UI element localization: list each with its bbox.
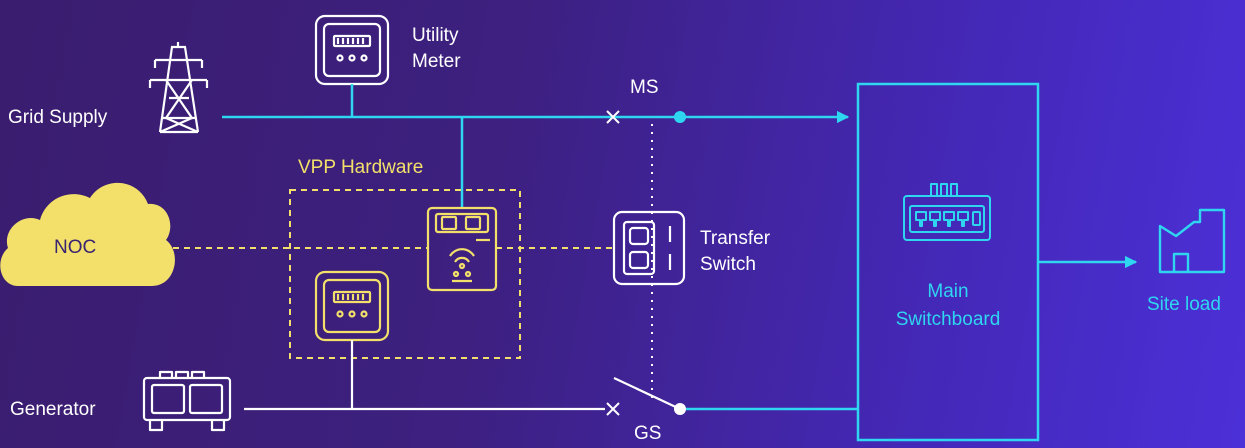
noc-label: NOC [54,237,97,258]
noc-cloud [0,182,175,286]
vpp-gateway-icon [426,206,498,292]
gs-breaker [606,377,686,416]
vpp-hardware-box [289,189,521,359]
gs-label: GS [634,423,662,444]
factory-icon [1158,208,1226,274]
transfer-switch-label-line2: Switch [700,254,756,275]
switchboard-panel-icon [903,183,991,241]
vpp-hardware-label: VPP Hardware [298,157,424,178]
transfer-switch-label-line1: Transfer [700,228,771,249]
grid-supply-label: Grid Supply [8,107,108,128]
transmission-tower-icon [148,42,209,134]
generator-icon [142,370,232,432]
generator-meter-icon [314,270,390,342]
utility-meter-label-line1: Utility [412,25,459,46]
main-switchboard-label-line1: Main [927,281,969,302]
utility-meter-icon [314,14,390,86]
power-lines [222,84,850,208]
generator-label: Generator [10,399,96,420]
transfer-switch-icon [612,210,686,286]
ms-breaker [606,110,686,124]
main-switchboard-label-line2: Switchboard [895,309,1001,330]
site-load-label: Site load [1147,294,1221,315]
generator-lines [244,340,605,411]
utility-meter-label-line2: Meter [412,51,461,72]
ms-label: MS [630,77,659,98]
main-switchboard-box [856,82,1040,442]
